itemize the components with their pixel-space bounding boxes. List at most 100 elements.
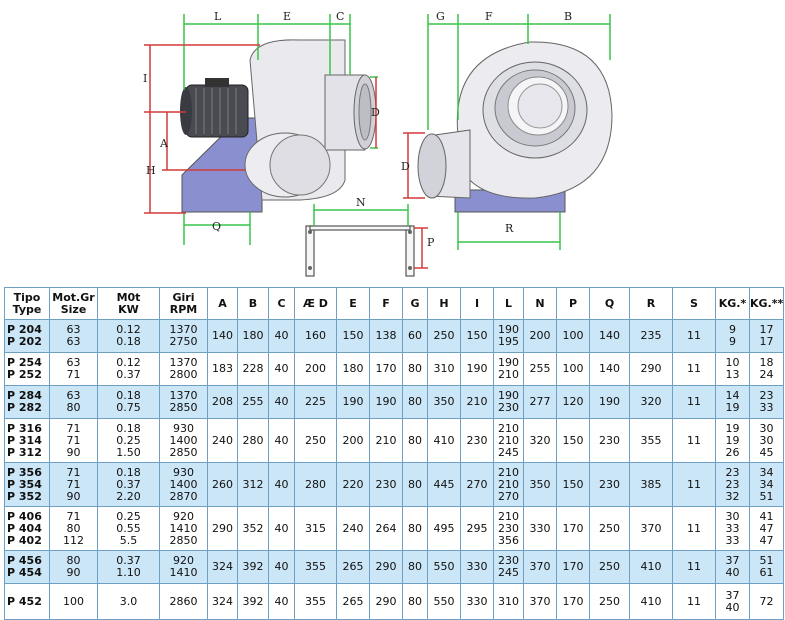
cell-value: 0.18 (116, 465, 141, 479)
column-header: N (523, 287, 557, 320)
cell-value: 100 (562, 362, 584, 375)
cell-value: 260 (212, 477, 233, 491)
column-header-label: C (277, 296, 286, 310)
column-header-label: I (474, 296, 480, 310)
cell-value: 40 (274, 433, 289, 447)
cell-value: 350 (529, 477, 551, 491)
column-header: H (427, 287, 461, 320)
table-cell: 40 (268, 319, 295, 353)
cell-value: 190 (599, 395, 620, 408)
cell-value: 72 (759, 594, 774, 608)
cell-value: 11 (687, 395, 701, 408)
cell-value: 90 (66, 489, 81, 503)
table-cell: 11 (672, 319, 716, 353)
cell-value: 355 (305, 594, 326, 608)
cell-value: 51 (759, 554, 774, 567)
column-header-label: Q (604, 296, 615, 310)
table-cell: 40 (268, 506, 295, 551)
cell-value: P 282 (7, 401, 42, 414)
table-cell: 315 (294, 506, 337, 551)
cell-value: 190 (498, 323, 519, 336)
table-cell: 230 (369, 462, 403, 507)
cell-value: 228 (242, 362, 264, 375)
cell-value: 210 (498, 509, 519, 523)
column-header: R (629, 287, 673, 320)
table-cell: 40 (268, 385, 295, 419)
cell-value: P 452 (7, 594, 42, 608)
cell-value: 17 (759, 335, 774, 348)
cell-value: 150 (342, 329, 364, 342)
table-cell: 80 (402, 583, 428, 620)
table-cell: 100 (556, 352, 590, 386)
cell-value: 23 (725, 477, 740, 491)
cell-value: 11 (687, 521, 701, 535)
cell-value: 2.20 (116, 489, 141, 503)
cell-value: 930 (173, 421, 194, 435)
cell-value: 315 (305, 521, 326, 535)
column-header: Q (589, 287, 630, 320)
cell-value: 230 (599, 477, 620, 491)
cell-value: 0.25 (116, 509, 141, 523)
cell-value: P 204 (7, 323, 42, 336)
table-cell: 11 (672, 583, 716, 620)
cell-value: 920 (173, 554, 194, 567)
cell-value: 40 (274, 560, 289, 573)
table-cell: 310 (493, 583, 524, 620)
cell-value: 550 (433, 560, 455, 573)
table-cell: 290 (207, 506, 238, 551)
dim-label-C: C (336, 10, 344, 23)
table-cell: 330 (460, 583, 494, 620)
cell-value: 90 (66, 566, 81, 579)
table-cell: 11 (672, 506, 716, 551)
cell-value: 40 (274, 395, 289, 408)
cell-value: 410 (640, 594, 662, 608)
column-header-label: F (382, 296, 390, 310)
table-cell: 11 (672, 352, 716, 386)
cell-value: 40 (725, 600, 740, 614)
cell-value: 40 (274, 521, 289, 535)
cell-value: 1410 (169, 521, 198, 535)
column-header-label: Size (60, 302, 87, 316)
cell-value: 71 (66, 465, 81, 479)
cell-value: 80 (408, 477, 422, 491)
cell-value: 240 (212, 433, 233, 447)
cell-value: 30 (725, 509, 740, 523)
cell-value: P 402 (7, 533, 42, 547)
table-cell: 250 (589, 506, 630, 551)
cell-value: 392 (242, 594, 264, 608)
cell-value: 225 (305, 395, 326, 408)
cell-value: 140 (599, 329, 620, 342)
cell-value: 90 (66, 445, 81, 459)
cell-value: 550 (433, 594, 455, 608)
table-cell: 370 (523, 583, 557, 620)
cell-value: 210 (498, 477, 519, 491)
base-detail: N P (305, 196, 435, 277)
cell-value: 23 (759, 389, 774, 402)
cell-value: 295 (466, 521, 488, 535)
column-header-label: G (410, 296, 420, 310)
table-cell: 265 (336, 550, 370, 584)
dim-label-Q: Q (212, 220, 221, 233)
cell-value: P 252 (7, 368, 42, 381)
cell-value: 80 (408, 395, 422, 408)
cell-value: 140 (599, 362, 620, 375)
cell-value: 312 (242, 477, 264, 491)
cell-value: P 314 (7, 433, 42, 447)
cell-value: 250 (305, 433, 326, 447)
cell-value: 250 (599, 560, 620, 573)
column-header-label: Mot.Gr (52, 290, 95, 304)
cell-value: 112 (63, 533, 84, 547)
cell-value: P 312 (7, 445, 42, 459)
